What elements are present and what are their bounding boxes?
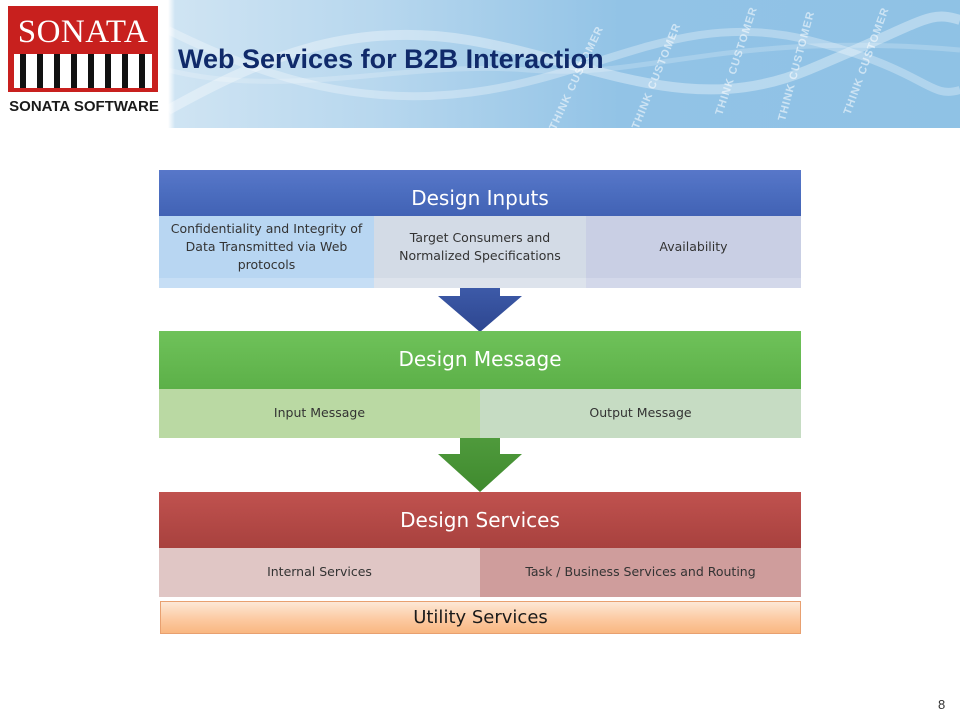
design-inputs-title: Design Inputs bbox=[159, 170, 801, 216]
piano-keys-icon bbox=[14, 54, 152, 88]
message-item-input: Input Message bbox=[159, 389, 480, 438]
logo-text: SONATA bbox=[17, 14, 149, 50]
services-item-internal: Internal Services bbox=[159, 548, 480, 597]
page-number: 8 bbox=[938, 697, 946, 712]
input-item-target-consumers: Target Consumers and Normalized Specific… bbox=[374, 216, 586, 278]
message-item-output: Output Message bbox=[480, 389, 801, 438]
services-item-task-business: Task / Business Services and Routing bbox=[480, 548, 801, 597]
flow-arrow-down-icon bbox=[438, 438, 522, 492]
design-inputs-block: Design Inputs Confidentiality and Integr… bbox=[159, 170, 801, 288]
design-services-title: Design Services bbox=[159, 492, 801, 548]
utility-services-bar: Utility Services bbox=[160, 601, 801, 634]
design-inputs-items: Confidentiality and Integrity of Data Tr… bbox=[159, 216, 801, 278]
slide-header: THINK CUSTOMER THINK CUSTOMER THINK CUST… bbox=[0, 0, 960, 128]
input-item-availability: Availability bbox=[586, 216, 801, 278]
input-item-confidentiality: Confidentiality and Integrity of Data Tr… bbox=[159, 216, 374, 278]
design-inputs-base bbox=[159, 278, 801, 288]
dna-helix-background bbox=[168, 11, 960, 115]
flow-arrow-down-icon bbox=[438, 288, 522, 332]
logo-emblem: SONATA bbox=[8, 6, 158, 92]
design-message-title: Design Message bbox=[159, 331, 801, 389]
design-message-items: Input Message Output Message bbox=[159, 389, 801, 438]
logo-subtext: SONATA SOFTWARE bbox=[9, 98, 159, 115]
sonata-logo: SONATA SONATA SOFTWARE bbox=[0, 0, 168, 128]
design-message-block: Design Message Input Message Output Mess… bbox=[159, 331, 801, 438]
design-services-block: Design Services Internal Services Task /… bbox=[159, 492, 801, 597]
slide-title: Web Services for B2B Interaction bbox=[178, 44, 604, 74]
design-services-items: Internal Services Task / Business Servic… bbox=[159, 548, 801, 597]
